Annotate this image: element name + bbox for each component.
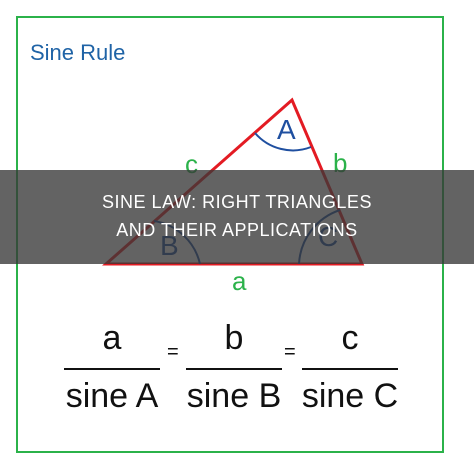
- equals-sign-2: =: [284, 341, 296, 363]
- side-label-a: a: [232, 266, 247, 296]
- fraction-c-numerator: c: [341, 319, 359, 357]
- equals-sign-1: =: [167, 341, 179, 363]
- overlay-title-line-2: AND THEIR APPLICATIONS: [116, 220, 358, 240]
- fraction-a-denominator: sine A: [65, 377, 159, 415]
- fraction-b: b sine B: [180, 318, 288, 416]
- diagram-title: Sine Rule: [30, 40, 126, 65]
- title-overlay-banner: [0, 170, 474, 264]
- angle-arc-a: [254, 132, 312, 152]
- fraction-a-numerator: a: [102, 319, 122, 357]
- fraction-a-bar: [64, 368, 160, 370]
- fraction-c-denominator: sine C: [301, 377, 399, 415]
- fraction-a: a sine A: [58, 318, 166, 416]
- fraction-c-bar: [302, 368, 398, 370]
- fraction-c: c sine C: [296, 318, 404, 416]
- fraction-b-denominator: sine B: [186, 377, 282, 415]
- fraction-b-bar: [186, 368, 282, 370]
- fraction-b-numerator: b: [224, 319, 244, 357]
- vertex-label-a: A: [277, 114, 296, 145]
- overlay-title-line-1: SINE LAW: RIGHT TRIANGLES: [102, 192, 372, 212]
